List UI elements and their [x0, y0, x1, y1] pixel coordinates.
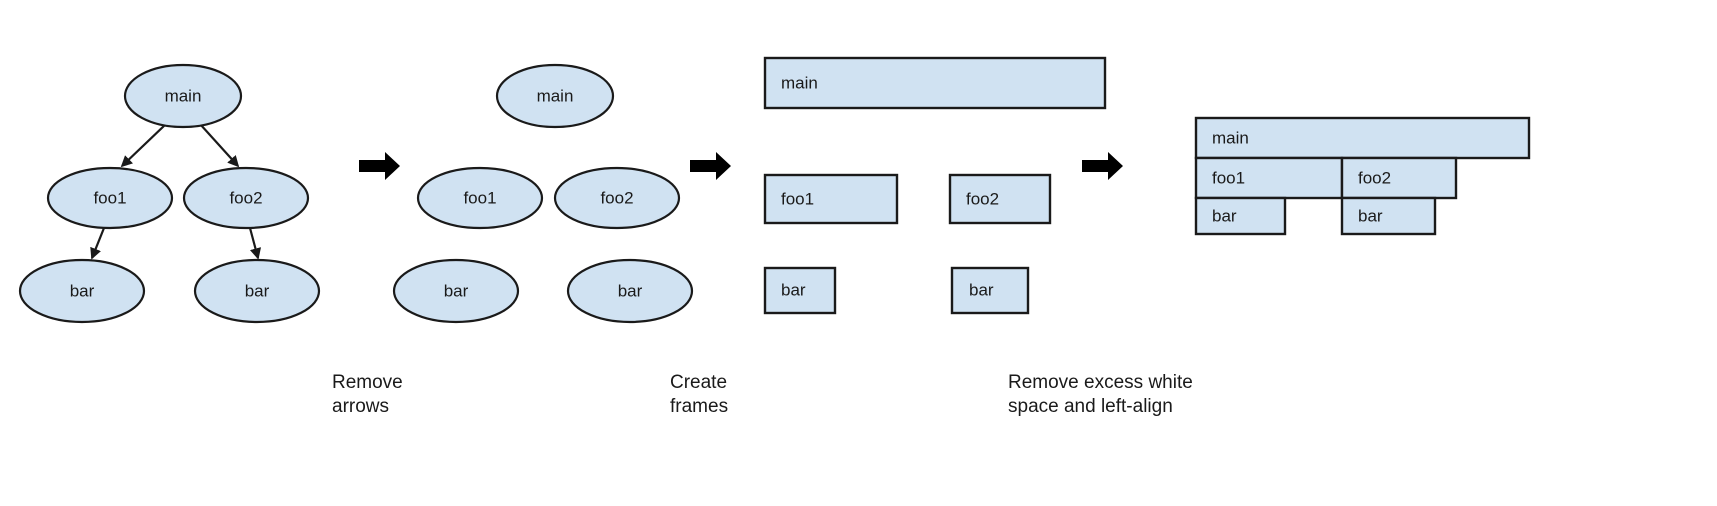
frame-foo2[interactable]: foo2: [1340, 156, 1458, 200]
edge-foo1-to-bar: [90, 227, 106, 260]
frame-label: foo2: [966, 189, 999, 208]
step-arrow-create-frames: [690, 152, 731, 180]
right-arrow-icon: [1082, 152, 1123, 180]
panel-call-tree-no-arrows: main foo1 foo2 bar bar: [392, 63, 694, 324]
frame-label: foo1: [1212, 168, 1245, 187]
frame-label: bar: [1212, 206, 1237, 225]
ellipse-shape: [416, 166, 544, 230]
frame-rect: [1194, 116, 1531, 160]
frame-rect: [950, 266, 1030, 315]
panel-flamegraph-compacted: main foo1 foo2 bar bar: [1194, 116, 1531, 236]
node-bar-right[interactable]: bar: [566, 258, 694, 324]
frame-label: foo2: [1358, 168, 1391, 187]
ellipse-shape: [182, 166, 310, 230]
node-main[interactable]: main: [123, 63, 243, 129]
ellipse-shape: [18, 258, 146, 324]
node-label: foo1: [463, 188, 496, 207]
edge-main-to-foo1: [120, 123, 167, 168]
ellipse-shape: [495, 63, 615, 129]
node-foo2[interactable]: foo2: [182, 166, 310, 230]
caption-create-frames: Create frames: [670, 372, 728, 417]
frame-rect: [763, 266, 837, 315]
ellipse-shape: [123, 63, 243, 129]
node-label: main: [537, 86, 574, 105]
caption-line-1: Remove: [332, 372, 403, 393]
caption-line-1: Create: [670, 372, 727, 393]
step-arrow-remove-arrows: [359, 152, 400, 180]
frame-rect: [763, 56, 1107, 110]
caption-line-2: frames: [670, 396, 728, 417]
ellipse-shape: [193, 258, 321, 324]
frame-label: bar: [1358, 206, 1383, 225]
frame-label: bar: [969, 280, 994, 299]
node-bar-right[interactable]: bar: [193, 258, 321, 324]
node-foo2[interactable]: foo2: [553, 166, 681, 230]
node-bar-left[interactable]: bar: [392, 258, 520, 324]
node-label: foo1: [93, 188, 126, 207]
caption-remove-excess-white-space: Remove excess white space and left-align: [1008, 372, 1193, 417]
node-label: bar: [618, 281, 643, 300]
ellipse-shape: [553, 166, 681, 230]
ellipse-shape: [392, 258, 520, 324]
ellipse-shape: [46, 166, 174, 230]
frame-rect: [1340, 196, 1437, 236]
frame-bar-right[interactable]: bar: [950, 266, 1030, 315]
caption-line-2: arrows: [332, 396, 389, 417]
frame-main[interactable]: main: [1194, 116, 1531, 160]
panel-frames-unaligned: main foo1 foo2 bar bar: [763, 56, 1107, 315]
frame-label: bar: [781, 280, 806, 299]
frame-main[interactable]: main: [763, 56, 1107, 110]
frame-bar-right[interactable]: bar: [1340, 196, 1437, 236]
node-label: bar: [70, 281, 95, 300]
node-foo1[interactable]: foo1: [46, 166, 174, 230]
node-label: foo2: [229, 188, 262, 207]
frame-foo1[interactable]: foo1: [763, 173, 899, 225]
panel-call-tree-with-arrows: main foo1 foo2 bar bar: [18, 63, 321, 324]
frame-bar-left[interactable]: bar: [763, 266, 837, 315]
node-label: bar: [245, 281, 270, 300]
frame-label: main: [781, 73, 818, 92]
frame-label: foo1: [781, 189, 814, 208]
frame-bar-left[interactable]: bar: [1194, 196, 1287, 236]
node-main[interactable]: main: [495, 63, 615, 129]
edge-group: [90, 123, 262, 260]
right-arrow-icon: [359, 152, 400, 180]
frame-foo2[interactable]: foo2: [948, 173, 1052, 225]
step-arrow-remove-space: [1082, 152, 1123, 180]
node-bar-left[interactable]: bar: [18, 258, 146, 324]
frame-label: main: [1212, 128, 1249, 147]
node-label: main: [165, 86, 202, 105]
frame-foo1[interactable]: foo1: [1194, 156, 1344, 200]
right-arrow-icon: [690, 152, 731, 180]
edge-main-to-foo2: [199, 123, 240, 168]
caption-line-2: space and left-align: [1008, 396, 1173, 417]
caption-remove-arrows: Remove arrows: [332, 372, 403, 417]
frame-rect: [763, 173, 899, 225]
node-label: bar: [444, 281, 469, 300]
caption-line-1: Remove excess white: [1008, 372, 1193, 393]
frame-rect: [948, 173, 1052, 225]
ellipse-shape: [566, 258, 694, 324]
node-foo1[interactable]: foo1: [416, 166, 544, 230]
node-label: foo2: [600, 188, 633, 207]
edge-foo2-to-bar: [248, 227, 262, 260]
frame-rect: [1194, 196, 1287, 236]
